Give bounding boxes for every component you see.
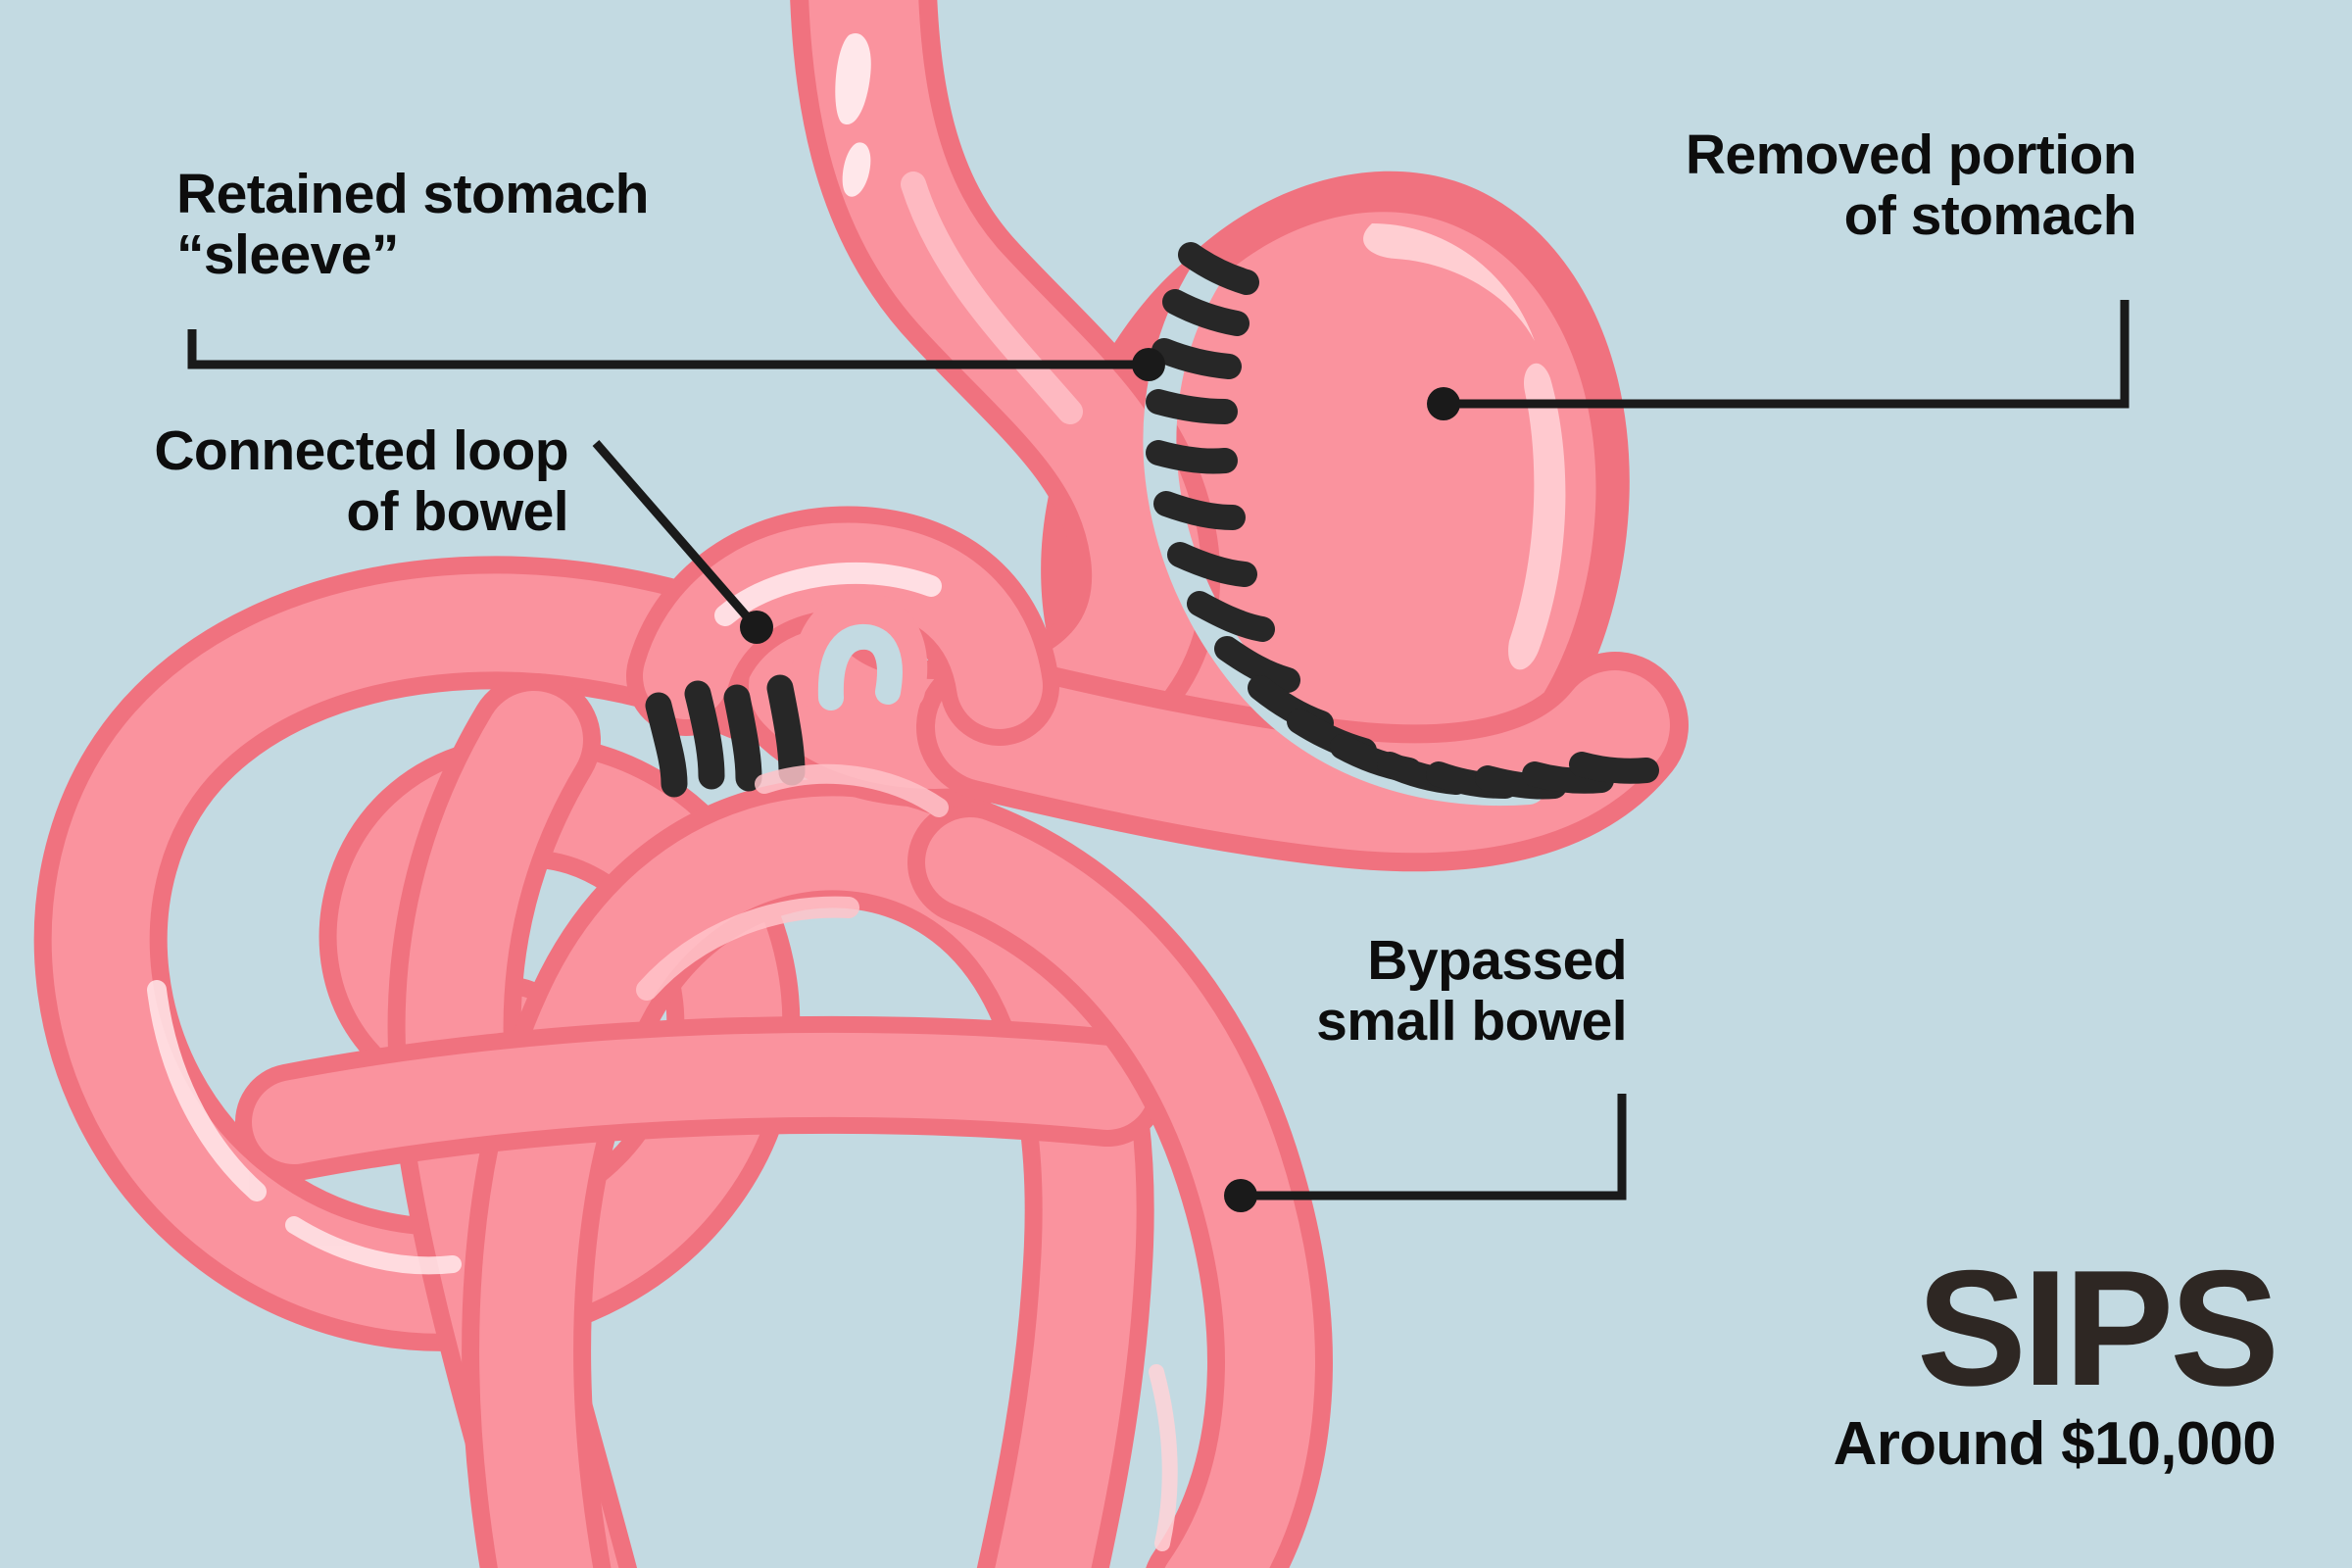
- bowel-horizontal-limb: [235, 1015, 1166, 1181]
- label-retained-stomach: Retained stomach “sleeve”: [176, 163, 649, 286]
- procedure-title: SIPS: [1916, 1236, 2279, 1421]
- duodenal-staple-line: [645, 674, 806, 798]
- leader-removed-portion: [1427, 300, 2130, 420]
- label-removed-portion: Removed portion of stomach: [1685, 123, 2137, 247]
- label-bypassed-small-bowel: Bypassed small bowel: [1316, 929, 1627, 1053]
- bowel-highlights: [147, 763, 1178, 1551]
- bypassed-small-bowel-right-loop: [907, 800, 1333, 1568]
- leader-lines: [187, 300, 2130, 1212]
- leader-retained-stomach: [187, 329, 1165, 381]
- procedure-cost: Around $10,000: [1833, 1409, 2277, 1478]
- title-block: SIPS Around $10,000: [1833, 1236, 2280, 1478]
- leader-connected-loop: [592, 440, 773, 644]
- leader-bypassed-bowel: [1224, 1094, 1627, 1212]
- duodenal-anastomosis-junction: [626, 506, 1059, 746]
- gastric-staple-line: [1143, 242, 1659, 807]
- label-connected-loop: Connected loop of bowel: [154, 419, 568, 543]
